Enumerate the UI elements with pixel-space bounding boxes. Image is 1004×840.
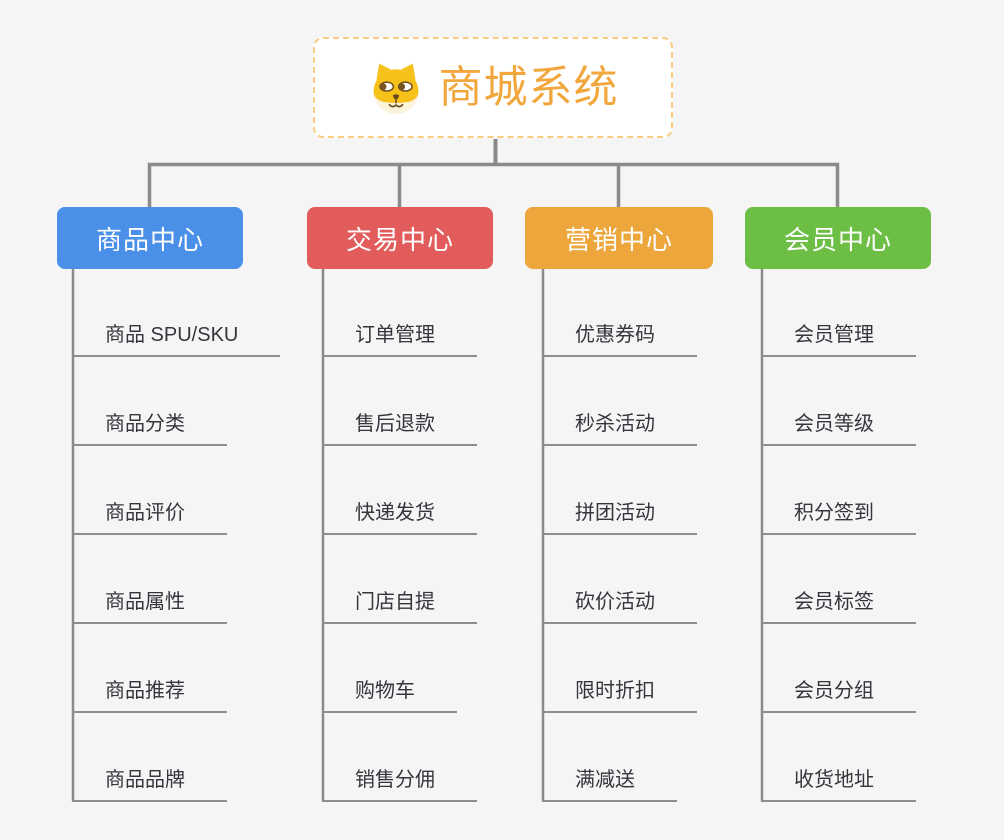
leaf-node[interactable]: 收货地址 [761,767,916,802]
leaf-node[interactable]: 商品推荐 [72,678,227,713]
leaf-node[interactable]: 优惠券码 [542,322,697,357]
leaf-node[interactable]: 会员等级 [761,411,916,446]
branch-node-product-center[interactable]: 商品中心 [57,207,243,269]
leaf-node[interactable]: 商品属性 [72,589,227,624]
bus-line [147,162,840,207]
leaf-node[interactable]: 商品品牌 [72,767,227,802]
branch-node-member-center[interactable]: 会员中心 [745,207,931,269]
leaf-node[interactable]: 商品分类 [72,411,227,446]
shiba-dog-icon [373,63,418,114]
leaf-node[interactable]: 限时折扣 [542,678,697,713]
branch-node-trade-center[interactable]: 交易中心 [307,207,493,269]
leaf-node[interactable]: 售后退款 [322,411,477,446]
leaf-node[interactable]: 商品 SPU/SKU [72,322,281,357]
leaf-node[interactable]: 商品评价 [72,500,227,535]
leaf-node[interactable]: 购物车 [322,678,457,713]
leaf-node[interactable]: 秒杀活动 [542,411,697,446]
root-node[interactable]: 商城系统 [313,37,673,138]
leaf-node[interactable]: 积分签到 [761,500,916,535]
leaf-node[interactable]: 满减送 [542,767,677,802]
leaf-node[interactable]: 拼团活动 [542,500,697,535]
leaf-node[interactable]: 订单管理 [322,322,477,357]
leaf-node[interactable]: 砍价活动 [542,589,697,624]
leaf-node[interactable]: 会员标签 [761,589,916,624]
leaf-node[interactable]: 销售分佣 [322,767,477,802]
leaf-node[interactable]: 会员管理 [761,322,916,357]
root-title: 商城系统 [438,62,619,112]
branch-node-marketing-center[interactable]: 营销中心 [525,207,713,269]
leaf-node[interactable]: 门店自提 [322,589,477,624]
leaf-node[interactable]: 会员分组 [761,678,916,713]
leaf-node[interactable]: 快递发货 [322,500,477,535]
